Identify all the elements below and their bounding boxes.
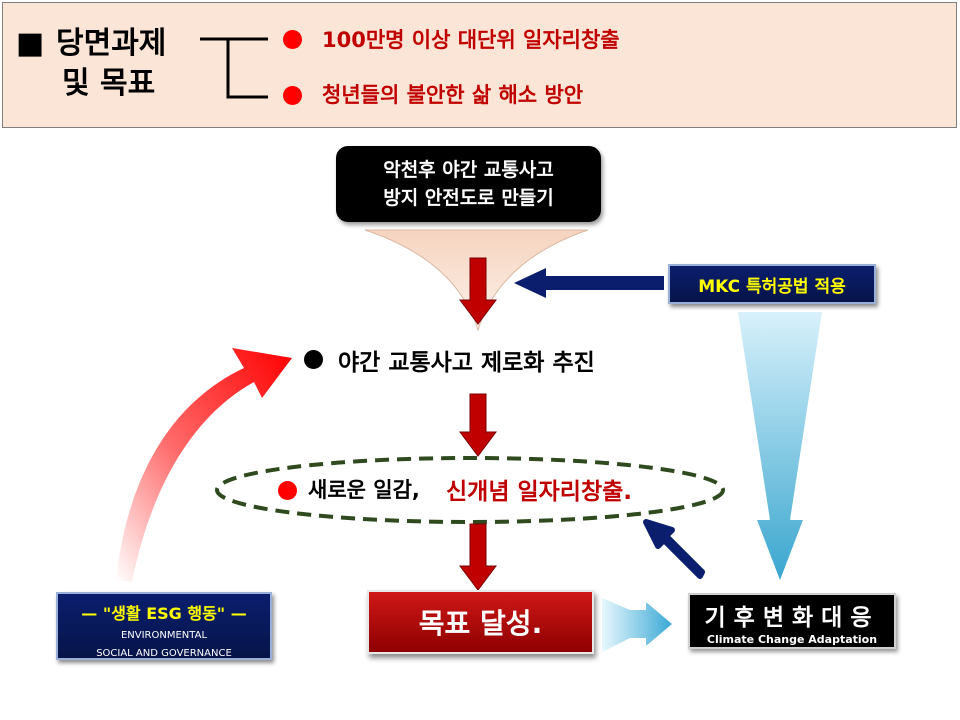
esg-line2: SOCIAL AND GOVERNANCE bbox=[96, 648, 232, 659]
header-title-line1: 당면과제 bbox=[56, 26, 167, 61]
arrow-goal-climate bbox=[602, 598, 672, 652]
arrow-climate-ellipse bbox=[643, 519, 705, 579]
objective-item-1: 100만명 이상 대단위 일자리창출 bbox=[322, 28, 620, 52]
mkc-patent-box: MKC 특허공법 적용 bbox=[668, 264, 876, 304]
climate-english: Climate Change Adaptation bbox=[706, 633, 878, 646]
zero-accident-text: 야간 교통사고 제로화 추진 bbox=[338, 350, 595, 376]
header-marker: ■ bbox=[16, 26, 45, 61]
new-work-text: 새로운 일감, bbox=[308, 478, 420, 502]
objective-item-2: 청년들의 불안한 삶 해소 방안 bbox=[322, 83, 584, 107]
objectives-banner bbox=[2, 2, 957, 128]
esg-title: — "생활 ESG 행동" — bbox=[81, 604, 247, 623]
new-job-text: 신개념 일자리창출. bbox=[446, 479, 633, 505]
arrow-down-2 bbox=[459, 393, 497, 457]
esg-curved-arrow bbox=[116, 348, 292, 582]
bullet-item-2 bbox=[283, 86, 302, 105]
safe-road-line1: 악천후 야간 교통사고 bbox=[383, 159, 554, 181]
bracket-connector bbox=[200, 37, 268, 99]
esg-box: — "생활 ESG 행동" — ENVIRONMENTAL SOCIAL AND… bbox=[56, 592, 272, 660]
dashed-ellipse bbox=[215, 456, 725, 524]
safe-road-line2: 방지 안전도로 만들기 bbox=[383, 187, 554, 209]
climate-box: 기후변화대응 Climate Change Adaptation bbox=[688, 593, 896, 649]
climate-korean: 기후변화대응 bbox=[704, 605, 880, 631]
esg-line1: ENVIRONMENTAL bbox=[120, 630, 208, 641]
ellipse-bullet bbox=[278, 481, 297, 500]
bullet-item-1 bbox=[283, 30, 302, 49]
zero-bullet bbox=[304, 350, 323, 369]
arrow-down-1 bbox=[459, 257, 497, 325]
goal-box: 목표 달성. bbox=[367, 590, 594, 654]
header-title-line2: 및 목표 bbox=[62, 66, 156, 101]
blue-down-funnel bbox=[738, 312, 822, 580]
arrow-down-3 bbox=[459, 523, 497, 591]
safe-road-box: 악천후 야간 교통사고 방지 안전도로 만들기 bbox=[336, 146, 601, 222]
arrow-mkc-left bbox=[514, 268, 664, 298]
